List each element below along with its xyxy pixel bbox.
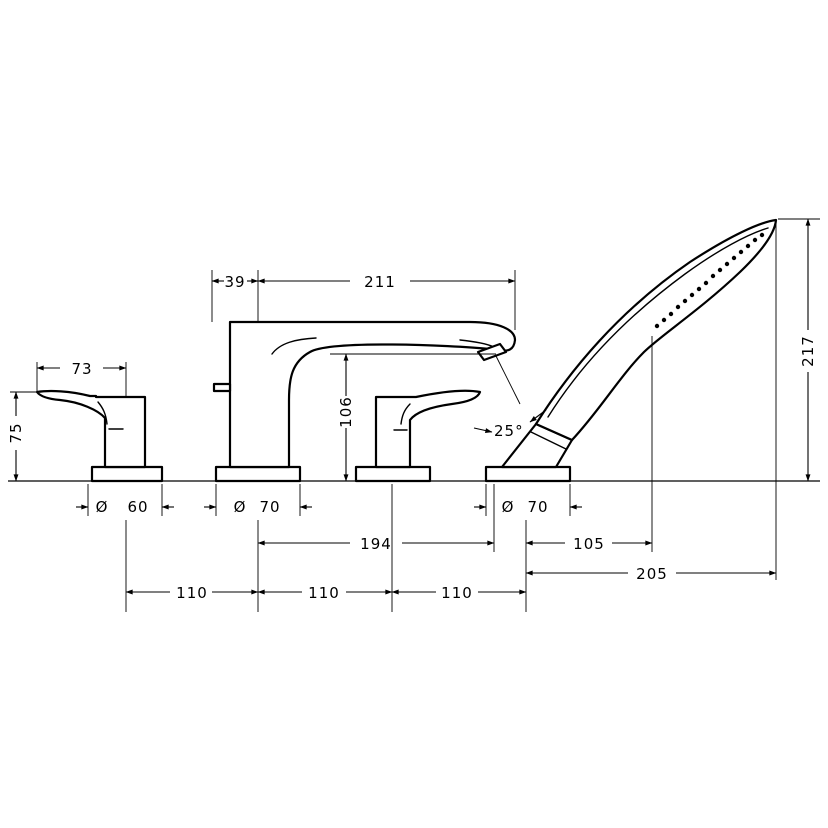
diameter-symbol-center: Ø xyxy=(234,498,247,516)
right-valve-handle xyxy=(354,389,482,483)
dim-base-left: 60 xyxy=(127,498,148,516)
dim-handle-height: 75 xyxy=(7,422,25,443)
dim-spray-angle: 25° xyxy=(494,422,524,440)
spray-nozzles xyxy=(654,232,765,329)
dim-handle-depth: 73 xyxy=(71,360,92,378)
dim-shower-offset-205: 205 xyxy=(636,565,668,583)
diameter-symbol-right: Ø xyxy=(502,498,515,516)
dim-spout-reach: 211 xyxy=(364,273,396,291)
dim-spout-offset: 39 xyxy=(224,273,245,291)
hand-shower xyxy=(484,218,778,483)
dim-base-center: 70 xyxy=(259,498,280,516)
dim-spout-height: 106 xyxy=(337,396,355,428)
dim-base-right: 70 xyxy=(527,498,548,516)
dim-spacing-3: 110 xyxy=(441,584,473,602)
dim-center-spacing: 194 xyxy=(360,535,392,553)
diameter-symbol-left: Ø xyxy=(96,498,109,516)
dim-spacing-2: 110 xyxy=(308,584,340,602)
left-valve-handle xyxy=(35,389,164,483)
spout-body xyxy=(212,320,517,483)
dim-spacing-1: 110 xyxy=(176,584,208,602)
dim-shower-offset-105: 105 xyxy=(573,535,605,553)
dimension-lines xyxy=(13,218,811,595)
dim-shower-height: 217 xyxy=(799,335,817,367)
